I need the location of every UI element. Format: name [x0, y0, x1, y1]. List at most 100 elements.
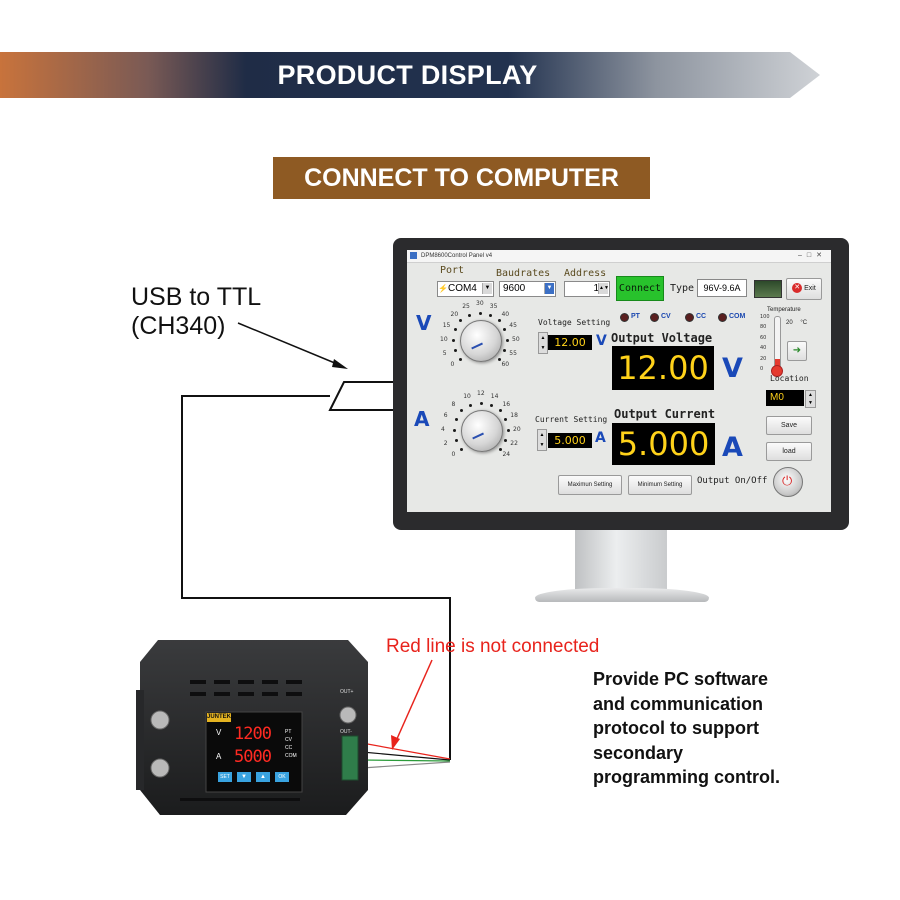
location-value[interactable]: M0: [766, 390, 804, 406]
minimize-icon[interactable]: –: [797, 252, 807, 259]
cv-led: [650, 313, 659, 322]
output-voltage-label: Output Voltage: [611, 331, 713, 345]
dial-tick-dot: [459, 357, 463, 361]
dial-tick-label: 50: [512, 336, 520, 343]
output-voltage-unit: V: [722, 353, 743, 384]
dial-tick-label: 15: [442, 322, 451, 330]
output-voltage-value: 12.00: [612, 346, 714, 390]
dial-tick-label: 60: [501, 361, 510, 369]
provide-line-2: and communication: [593, 693, 764, 714]
dial-tick-label: 8: [451, 400, 456, 408]
com-led: [718, 313, 727, 322]
thermo-tick-label: 20: [760, 355, 767, 362]
dial-tick-dot: [460, 447, 464, 451]
dial-tick-dot: [497, 319, 501, 323]
current-spinner-icon[interactable]: ▲▼: [537, 429, 547, 451]
baud-select[interactable]: 9600 ▼: [499, 281, 556, 297]
device-set-button[interactable]: SET: [218, 772, 232, 782]
address-spinner[interactable]: 1 ▲▼: [564, 281, 610, 297]
address-label: Address: [564, 268, 607, 279]
red-line-note: Red line is not connected: [386, 636, 600, 657]
dial-tick-label: 55: [509, 349, 517, 357]
spinner-icon[interactable]: ▲▼: [598, 283, 609, 294]
usb-label-line1: USB to TTL: [131, 283, 262, 311]
output-current-value: 5.000: [612, 423, 715, 465]
device-out-minus: OUT-: [340, 729, 352, 735]
usb-pointer-head: [332, 359, 348, 369]
temperature-unit: °C: [800, 320, 808, 326]
device-amp-reading: 5000: [234, 747, 272, 767]
dial-tick-label: 6: [443, 412, 448, 420]
chevron-down-icon[interactable]: ▼: [482, 283, 492, 294]
baud-label: Baudrates: [496, 268, 551, 279]
device-cv: CV: [285, 737, 292, 743]
max-setting-button[interactable]: Maximun Setting: [558, 475, 622, 495]
pt-led-label: PT: [631, 313, 640, 320]
dial-tick-label: 2: [443, 439, 448, 447]
dial-tick-label: 0: [451, 451, 456, 459]
usb-cable: [181, 395, 451, 760]
close-icon[interactable]: ✕: [816, 252, 827, 259]
baud-value: 9600: [503, 283, 526, 294]
cc-led: [685, 313, 694, 322]
exit-button[interactable]: ✕ Exit: [786, 278, 822, 300]
usb-ttl-label: USB to TTL (CH340): [131, 283, 261, 341]
voltage-spinner-icon[interactable]: ▲▼: [538, 332, 548, 354]
address-value: 1: [593, 283, 599, 294]
usb-connector: [328, 381, 399, 411]
window-controls[interactable]: –□✕: [798, 250, 827, 262]
voltage-knob[interactable]: [460, 320, 502, 362]
current-setting-unit: A: [595, 430, 606, 446]
min-setting-button[interactable]: Minimum Setting: [628, 475, 692, 495]
green-wire: [361, 759, 451, 762]
refresh-icon[interactable]: ➜: [787, 341, 807, 361]
temperature-reading: 20 °C: [786, 320, 807, 326]
current-setting-value[interactable]: 5.000: [548, 433, 592, 448]
dial-tick-dot: [453, 328, 457, 332]
type-field[interactable]: 96V-9.6A: [697, 279, 747, 297]
load-button[interactable]: load: [766, 442, 812, 461]
dial-tick-dot: [498, 447, 502, 451]
usb-label-line2: (CH340): [131, 312, 226, 340]
device-cc: CC: [285, 745, 293, 751]
dial-tick-label: 0: [450, 361, 455, 369]
device-ok-button[interactable]: OK: [275, 772, 289, 782]
save-button[interactable]: Save: [766, 416, 812, 435]
dial-tick-label: 24: [502, 451, 511, 459]
dial-tick-dot: [468, 313, 472, 317]
device-a-label: A: [216, 752, 222, 761]
dial-tick-label: 45: [509, 322, 517, 330]
status-indicator: [754, 280, 782, 298]
voltage-setting-value[interactable]: 12.00: [548, 335, 592, 350]
provide-line-1: Provide PC software: [593, 669, 769, 689]
dial-tick-label: 10: [440, 336, 448, 343]
device-up-button[interactable]: ▲: [256, 772, 270, 782]
chevron-down-icon[interactable]: ▼: [544, 283, 554, 294]
dial-tick-dot: [469, 403, 473, 407]
red-note-arrowhead: [391, 735, 400, 750]
exit-icon: ✕: [792, 283, 803, 294]
usb-pointer-line: [237, 322, 343, 367]
connect-button[interactable]: Connect: [616, 276, 664, 301]
device-down-button[interactable]: ▼: [237, 772, 251, 782]
dial-tick-dot: [453, 348, 457, 352]
location-spinner-icon[interactable]: ▲▼: [805, 390, 816, 408]
dial-tick-dot: [451, 338, 455, 342]
exit-label: Exit: [804, 285, 816, 292]
thermo-tick-label: 80: [760, 324, 767, 331]
device-volt-reading: 1200: [234, 724, 272, 744]
port-select[interactable]: ⚡COM4 ▼: [437, 281, 494, 297]
type-label: Type: [670, 283, 695, 294]
temperature-label: Temperature: [767, 307, 801, 313]
current-knob[interactable]: [461, 410, 503, 452]
maximize-icon[interactable]: □: [806, 252, 817, 259]
knob-indicator: [471, 342, 483, 349]
device-com: COM: [285, 753, 297, 759]
output-power-button[interactable]: ⏻: [773, 467, 803, 497]
dial-tick-dot: [498, 409, 502, 413]
current-setting-label: Current Setting: [535, 415, 608, 424]
provide-line-5: programming control.: [593, 767, 781, 787]
